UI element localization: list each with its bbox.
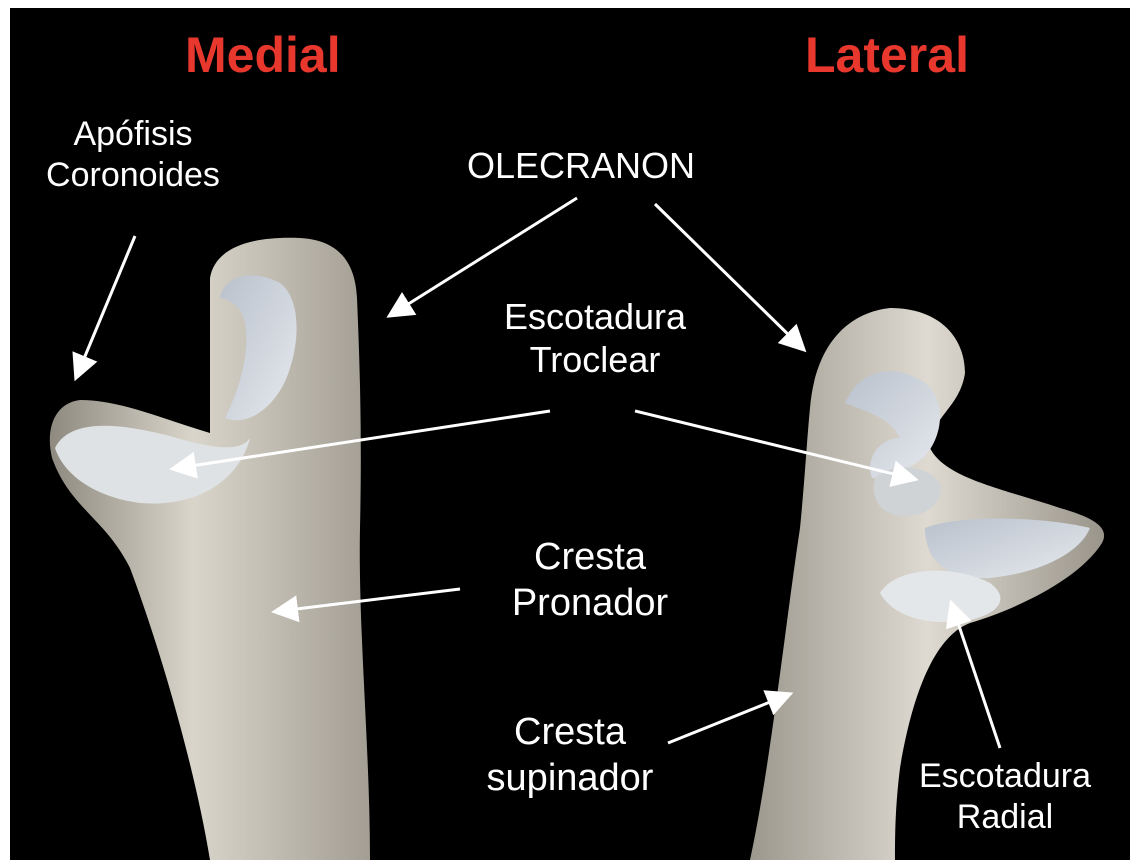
figure-frame: Medial Lateral Apófisis Coronoides OLECR… <box>10 8 1130 860</box>
label-apofisis-line2: Coronoides <box>18 155 248 196</box>
label-troclear-line2: Troclear <box>470 338 720 381</box>
label-supinador-line1: Cresta <box>450 710 690 756</box>
label-troclear-line1: Escotadura <box>470 295 720 338</box>
title-medial: Medial <box>185 26 341 84</box>
label-cresta-supinador: Cresta supinador <box>450 710 690 801</box>
label-escotadura-radial: Escotadura Radial <box>890 756 1120 838</box>
label-apofisis-coronoides: Apófisis Coronoides <box>18 114 248 196</box>
label-olecranon: OLECRANON <box>466 144 696 187</box>
arrow-apofisis <box>78 236 135 373</box>
arrow-radial <box>953 608 1000 748</box>
label-apofisis-line1: Apófisis <box>18 114 248 155</box>
label-cresta-pronador: Cresta Pronador <box>470 535 710 626</box>
label-pronador-line1: Cresta <box>470 535 710 581</box>
label-radial-line1: Escotadura <box>890 756 1120 797</box>
label-pronador-line2: Pronador <box>470 581 710 627</box>
medial-ulna <box>50 238 370 860</box>
label-supinador-line2: supinador <box>450 756 690 802</box>
label-radial-line2: Radial <box>890 797 1120 838</box>
label-escotadura-troclear: Escotadura Troclear <box>470 295 720 381</box>
title-lateral: Lateral <box>805 26 969 84</box>
